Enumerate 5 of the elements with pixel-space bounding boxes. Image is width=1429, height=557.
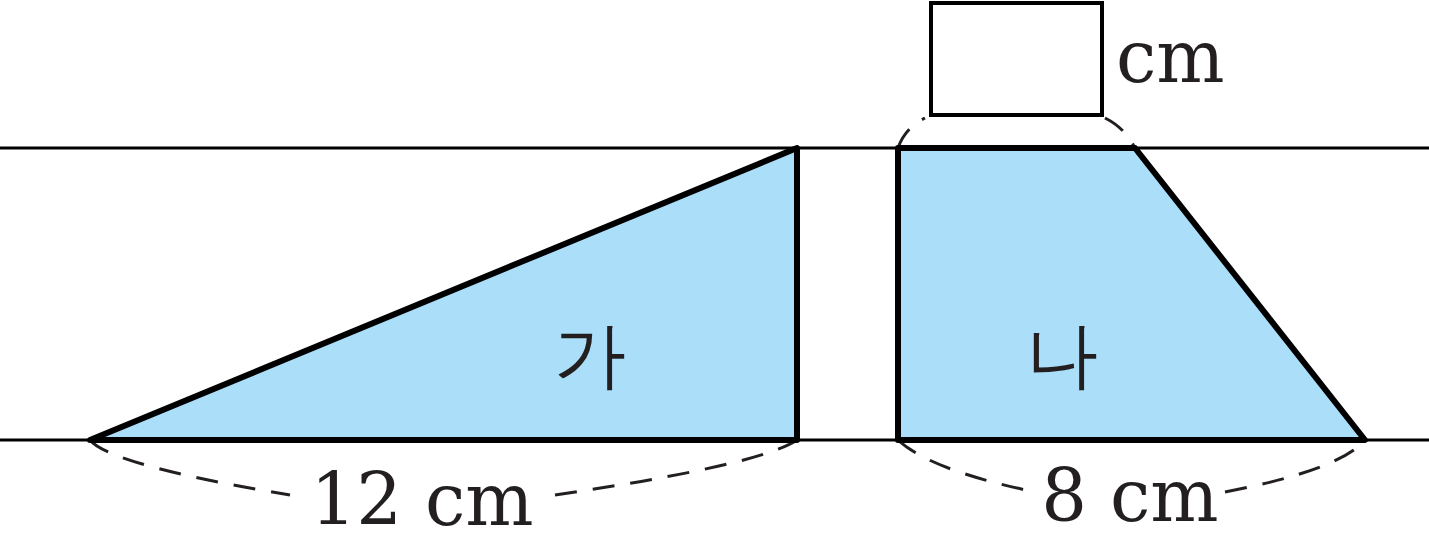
shape-label: 나: [1026, 319, 1098, 391]
unit-label: cm: [1116, 21, 1225, 93]
shape-label: 가: [554, 319, 626, 391]
dimension-label: 12 cm: [310, 464, 534, 536]
dimension-label: 8 cm: [1041, 460, 1219, 532]
